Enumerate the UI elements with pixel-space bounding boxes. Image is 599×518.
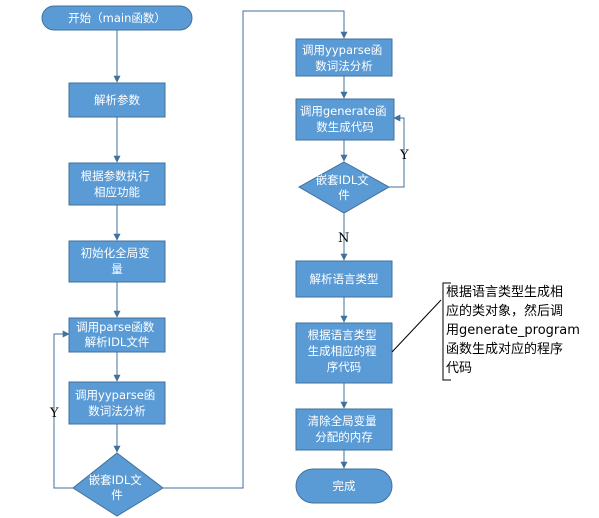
process-shape bbox=[295, 260, 393, 298]
node-exec-line-2: 相应功能 bbox=[94, 185, 140, 199]
node-nested-left-line-2: 件 bbox=[111, 488, 123, 502]
node-generate-line-1: 调用generate函 bbox=[300, 104, 387, 118]
terminator-shape bbox=[41, 5, 193, 31]
note-line-1: 根据语言类型生成相 bbox=[446, 285, 563, 300]
node-call-parse-line-2: 解析IDL文件 bbox=[85, 335, 150, 349]
node-call-generate: 调用generate函 数生成代码 bbox=[295, 98, 395, 141]
node-yyparse-right-line-2: 数词法分析 bbox=[315, 59, 373, 73]
process-shape bbox=[295, 98, 395, 141]
note-line-2: 应的类对象，然后调 bbox=[446, 303, 563, 319]
svg-text:完成: 完成 bbox=[333, 479, 356, 493]
node-finish: 完成 bbox=[295, 468, 393, 504]
svg-text:根据参数执行 相应功能: 根据参数执行 相应功能 bbox=[81, 169, 154, 199]
node-call-yyparse-right: 调用yyparse函 数词法分析 bbox=[295, 38, 393, 77]
node-yyparse-left-line-2: 数词法分析 bbox=[88, 404, 146, 418]
node-call-parse: 调用parse函数 解析IDL文件 bbox=[68, 317, 166, 353]
node-nested-idl-right: 嵌套IDL文 件 bbox=[297, 161, 391, 214]
node-clear-line-1: 清除全局变量 bbox=[308, 414, 377, 428]
node-init-globals: 初始化全局变 量 bbox=[68, 240, 166, 283]
svg-text:清除全局变量 分配的内存: 清除全局变量 分配的内存 bbox=[308, 414, 381, 444]
edge-labels: Y Y N bbox=[49, 148, 409, 421]
terminator-shape bbox=[295, 468, 393, 504]
node-call-parse-line-1: 调用parse函数 bbox=[76, 320, 155, 334]
edge-right-loop-yes bbox=[389, 114, 405, 188]
note-bracket bbox=[442, 282, 451, 381]
svg-text:解析参数: 解析参数 bbox=[94, 93, 140, 107]
process-shape bbox=[68, 82, 166, 118]
process-shape bbox=[295, 322, 393, 384]
annotation-note: 根据语言类型生成相 应的类对象，然后调 用generate_program 函数… bbox=[391, 282, 584, 381]
note-connector bbox=[391, 299, 442, 353]
node-parse-lang-line: 解析语言类型 bbox=[310, 272, 379, 286]
svg-text:调用yyparse函 数词法分析: 调用yyparse函 数词法分析 bbox=[75, 388, 159, 418]
svg-text:嵌套IDL文 件: 嵌套IDL文 件 bbox=[89, 473, 146, 502]
svg-text:调用parse函数 解析IDL文件: 调用parse函数 解析IDL文件 bbox=[76, 320, 158, 349]
node-gen-line-3: 序代码 bbox=[327, 360, 362, 374]
svg-text:解析语言类型: 解析语言类型 bbox=[310, 272, 379, 286]
node-start-line: 开始（main函数） bbox=[68, 11, 166, 25]
process-shape bbox=[295, 408, 393, 451]
nodes: 开始（main函数） 解析参数 根据参数执行 相应功能 初始化全局变 量 bbox=[41, 5, 395, 517]
svg-text:初始化全局变 量: 初始化全局变 量 bbox=[81, 246, 154, 276]
node-nested-idl-left: 嵌套IDL文 件 bbox=[72, 452, 164, 517]
edge-left-loop-yes bbox=[53, 330, 73, 489]
note-line-5: 代码 bbox=[446, 361, 472, 376]
svg-text:调用generate函 数生成代码: 调用generate函 数生成代码 bbox=[300, 104, 390, 134]
node-clear-globals: 清除全局变量 分配的内存 bbox=[295, 408, 393, 451]
node-init-line-1: 初始化全局变 bbox=[81, 246, 150, 260]
node-init-line-2: 量 bbox=[111, 262, 123, 276]
node-parse-lang-type: 解析语言类型 bbox=[295, 260, 393, 298]
node-gen-line-1: 根据语言类型 bbox=[308, 328, 377, 342]
node-nested-left-line-1: 嵌套IDL文 bbox=[89, 473, 143, 487]
node-clear-line-2: 分配的内存 bbox=[315, 430, 373, 444]
node-gen-by-lang: 根据语言类型 生成相应的程 序代码 bbox=[295, 322, 393, 384]
node-gen-line-2: 生成相应的程 bbox=[308, 344, 377, 358]
label-right-no: N bbox=[338, 231, 349, 246]
node-exec-line-1: 根据参数执行 bbox=[81, 169, 150, 183]
decision-shape bbox=[72, 452, 164, 517]
process-shape bbox=[68, 381, 166, 425]
node-yyparse-left-line-1: 调用yyparse函 bbox=[75, 388, 155, 402]
decision-shape bbox=[297, 161, 391, 214]
edges bbox=[53, 10, 405, 489]
note-line-3: 用generate_program bbox=[446, 323, 580, 338]
note-line-4: 函数生成对应的程序 bbox=[446, 341, 563, 357]
node-nested-right-line-2: 件 bbox=[338, 188, 350, 202]
svg-text:嵌套IDL文 件: 嵌套IDL文 件 bbox=[316, 173, 373, 202]
node-yyparse-right-line-1: 调用yyparse函 bbox=[302, 43, 382, 57]
svg-text:调用yyparse函 数词法分析: 调用yyparse函 数词法分析 bbox=[302, 43, 386, 73]
label-right-yes: Y bbox=[399, 148, 409, 163]
node-nested-right-line-1: 嵌套IDL文 bbox=[316, 173, 370, 187]
node-call-yyparse-left: 调用yyparse函 数词法分析 bbox=[68, 381, 166, 425]
process-shape bbox=[68, 240, 166, 283]
node-start: 开始（main函数） bbox=[41, 5, 193, 31]
edge-left-to-right-column bbox=[163, 10, 348, 489]
svg-text:根据语言类型生成相 应的类对象，然后调: 根据语言类型生成相 应的类对象，然后调 用generate_program 函数… bbox=[446, 285, 584, 376]
process-shape bbox=[68, 162, 166, 206]
label-left-yes: Y bbox=[49, 406, 59, 421]
svg-text:根据语言类型 生成相应的程: 根据语言类型 生成相应的程 序代码 bbox=[308, 328, 381, 374]
node-exec-by-args: 根据参数执行 相应功能 bbox=[68, 162, 166, 206]
process-shape bbox=[68, 317, 166, 353]
node-parse-args-line: 解析参数 bbox=[94, 93, 140, 107]
process-shape bbox=[295, 38, 393, 77]
node-parse-args: 解析参数 bbox=[68, 82, 166, 118]
svg-text:开始（main函数）: 开始（main函数） bbox=[68, 11, 166, 25]
node-finish-line: 完成 bbox=[333, 479, 356, 493]
node-generate-line-2: 数生成代码 bbox=[316, 120, 374, 134]
